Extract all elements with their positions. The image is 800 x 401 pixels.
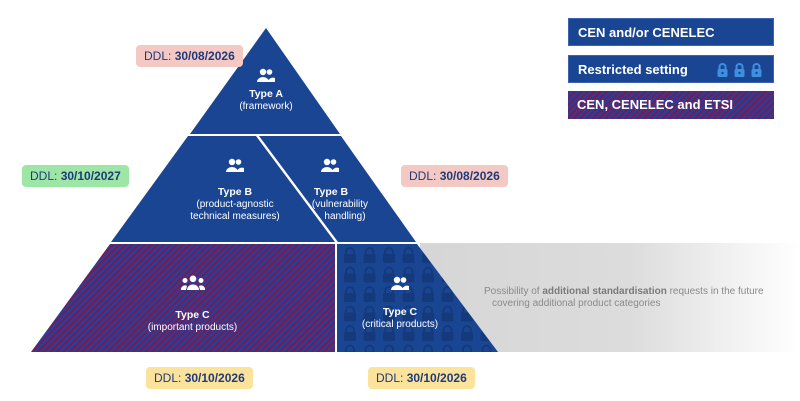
users-icon [391,276,409,290]
type-b-agnostic-subtitle2: technical measures) [190,211,280,222]
future-text-post: requests in the future [666,286,764,297]
lock-icon [717,63,728,77]
future-text-pre: Possibility of [484,286,543,297]
type-b-agnostic-label: Type B (product-agnostic technical measu… [180,158,290,223]
type-a-label: Type A (framework) [216,68,316,113]
users-icon [257,68,275,82]
ddl-date: 30/10/2026 [406,371,467,385]
legend-label: CEN, CENELEC and ETSI [577,97,734,112]
type-c-critical-label: Type C (critical products) [350,276,450,331]
type-c-important-title: Type C [175,309,210,321]
lock-icon [751,63,762,77]
lock-icon [734,63,745,77]
ddl-prefix: DDL: [376,371,404,385]
type-b-agnostic-title: Type B [217,186,253,198]
type-c-important-label: Type C (important products) [140,275,245,334]
group-icon [180,275,205,290]
type-c-important-section [31,244,335,352]
legend-label: Restricted setting [578,62,688,77]
legend-cen-cenelec: CEN and/or CENELEC [568,18,774,46]
ddl-date: 30/10/2027 [60,169,121,183]
type-b-vuln-subtitle1: (vulnerability [311,199,369,210]
type-b-agnostic-section [111,136,335,242]
type-b-vuln-title: Type B [313,186,349,198]
ddl-prefix: DDL: [154,371,182,385]
future-text-bold: additional standardisation [542,286,667,297]
ddl-badge-type-b-agnostic: DDL: 30/10/2027 [22,165,129,187]
users-icon [321,158,339,172]
type-c-critical-section [337,244,498,352]
type-b-vuln-section [259,136,416,242]
future-text-line2: covering additional product categories [492,298,661,309]
ddl-badge-type-a: DDL: 30/08/2026 [136,45,243,67]
legend-label: CEN and/or CENELEC [578,25,715,40]
type-a-title: Type A [249,88,283,100]
users-icon [226,158,244,172]
ddl-badge-type-c-critical: DDL: 30/10/2026 [368,367,475,389]
ddl-prefix: DDL: [144,49,172,63]
type-c-important-subtitle: (important products) [147,322,238,333]
ddl-date: 30/08/2026 [439,169,500,183]
type-b-vuln-label: Type B (vulnerability handling) [300,158,380,223]
ddl-badge-type-c-important: DDL: 30/10/2026 [146,367,253,389]
ddl-prefix: DDL: [409,169,437,183]
type-b-agnostic-subtitle1: (product-agnostic [196,199,274,210]
future-requests-note: Possibility of additional standardisatio… [484,286,764,310]
legend-cen-cenelec-etsi: CEN, CENELEC and ETSI [568,91,774,119]
type-b-vuln-subtitle2: handling) [324,211,366,222]
ddl-date: 30/10/2026 [184,371,245,385]
ddl-badge-type-b-vuln: DDL: 30/08/2026 [401,165,508,187]
legend-restricted-setting: Restricted setting [568,55,774,83]
type-a-subtitle: (framework) [239,101,293,112]
ddl-date: 30/08/2026 [174,49,235,63]
type-c-critical-title: Type C [382,306,418,318]
ddl-prefix: DDL: [30,169,58,183]
type-c-critical-subtitle: (critical products) [361,319,439,330]
